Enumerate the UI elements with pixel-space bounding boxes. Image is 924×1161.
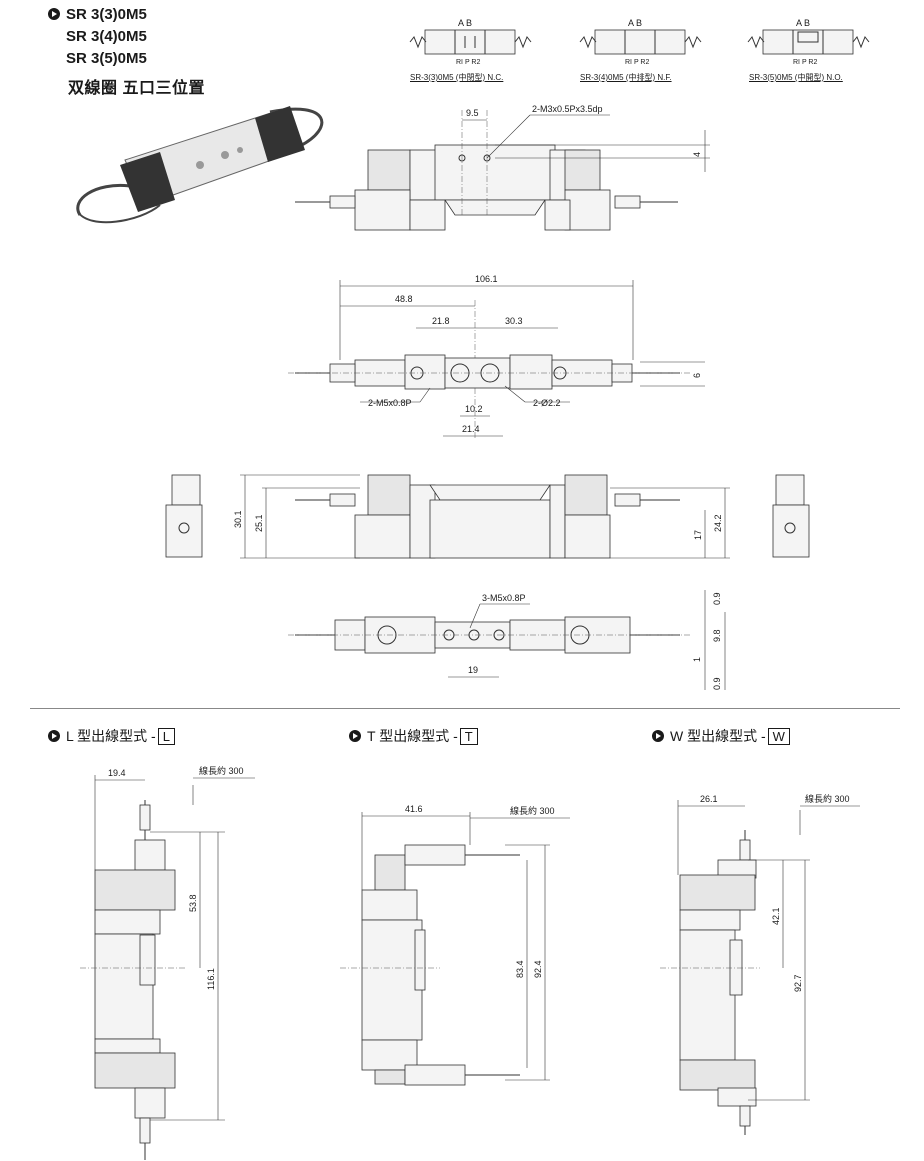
section-w-label: W 型出線型式 - bbox=[670, 728, 766, 744]
dim-9-5: 9.5 bbox=[466, 108, 479, 118]
section-w-code: W bbox=[767, 728, 790, 745]
bullet-icon bbox=[48, 730, 60, 742]
dim-port-m5: 2-M5x0.8P bbox=[368, 398, 412, 408]
t-wire: 線長約 300 bbox=[510, 805, 555, 816]
dim-30-3: 30.3 bbox=[505, 316, 523, 326]
bullet-icon bbox=[349, 730, 361, 742]
section-t-label: T 型出線型式 - bbox=[367, 728, 458, 744]
subtitle: 双線圈 五口三位置 bbox=[68, 80, 205, 97]
section-l-label: L 型出線型式 - bbox=[66, 728, 156, 744]
w-dim-b: 42.1 bbox=[771, 907, 781, 925]
dim-thread: 2-M3x0.5Px3.5dp bbox=[532, 104, 603, 114]
section-title-w: W 型出線型式 -W bbox=[652, 726, 790, 746]
w-wire: 線長約 300 bbox=[805, 793, 850, 804]
dim-21-4: 21.4 bbox=[462, 424, 480, 434]
sym2-top: A B bbox=[628, 18, 642, 28]
dim-19: 19 bbox=[468, 665, 478, 675]
bullet-icon bbox=[652, 730, 664, 742]
dim-0-9-b: 0.9 bbox=[712, 677, 722, 690]
dim-25-1: 25.1 bbox=[254, 514, 264, 532]
dim-hole: 2-Ø2.2 bbox=[533, 398, 561, 408]
symbol-no bbox=[747, 29, 870, 55]
w-dim-a: 26.1 bbox=[700, 794, 718, 804]
model-title-1: SR 3(3)0M5 bbox=[48, 4, 147, 26]
dim-3-m5: 3-M5x0.8P bbox=[482, 593, 526, 603]
model-text-1: SR 3(3)0M5 bbox=[66, 6, 147, 23]
symbol-nf bbox=[579, 29, 702, 55]
bullet-icon bbox=[48, 8, 60, 20]
dim-21-8: 21.8 bbox=[432, 316, 450, 326]
t-dim-a: 41.6 bbox=[405, 804, 423, 814]
dim-9-8: 9.8 bbox=[712, 629, 722, 642]
t-dim-b: 83.4 bbox=[515, 960, 525, 978]
sym3-top: A B bbox=[796, 18, 810, 28]
dim-0-9-a: 0.9 bbox=[712, 592, 722, 605]
sym1-bottom: RI P R2 bbox=[456, 59, 480, 66]
section-l-code: L bbox=[157, 728, 175, 745]
dim-48-8: 48.8 bbox=[395, 294, 413, 304]
section-title-l: L 型出線型式 -L bbox=[48, 726, 175, 746]
l-dim-c: 116.1 bbox=[206, 968, 216, 990]
symbol-label-nc: SR-3(3)0M5 (中閉型) N.C. bbox=[410, 73, 504, 82]
dim-10-2: 10.2 bbox=[465, 404, 483, 414]
dim-24-2: 24.2 bbox=[713, 514, 723, 532]
dim-6: 6 bbox=[692, 373, 702, 378]
dim-4: 4 bbox=[692, 152, 702, 157]
dim-106-1: 106.1 bbox=[475, 274, 498, 284]
section-title-t: T 型出線型式 -T bbox=[349, 726, 478, 746]
w-dim-c: 92.7 bbox=[793, 974, 803, 992]
t-dim-c: 92.4 bbox=[533, 960, 543, 978]
dim-17: 17 bbox=[693, 530, 703, 540]
sym2-bottom: RI P R2 bbox=[625, 59, 649, 66]
sym1-top: A B bbox=[458, 18, 472, 28]
symbol-nc bbox=[409, 29, 532, 55]
sym3-bottom: RI P R2 bbox=[793, 59, 817, 66]
section-t-code: T bbox=[459, 728, 478, 745]
symbol-label-nf: SR-3(4)0M5 (中排型) N.F. bbox=[580, 73, 672, 82]
l-dim-b: 53.8 bbox=[188, 894, 198, 912]
symbol-label-no: SR-3(5)0M5 (中開型) N.O. bbox=[749, 73, 843, 82]
section-divider bbox=[30, 708, 900, 709]
dim-1: 1 bbox=[692, 657, 702, 662]
model-title-2: SR 3(4)0M5 bbox=[66, 28, 147, 45]
dim-30-1: 30.1 bbox=[233, 510, 243, 528]
model-title-3: SR 3(5)0M5 bbox=[66, 50, 147, 67]
l-dim-a: 19.4 bbox=[108, 768, 126, 778]
l-wire: 線長約 300 bbox=[199, 765, 244, 776]
